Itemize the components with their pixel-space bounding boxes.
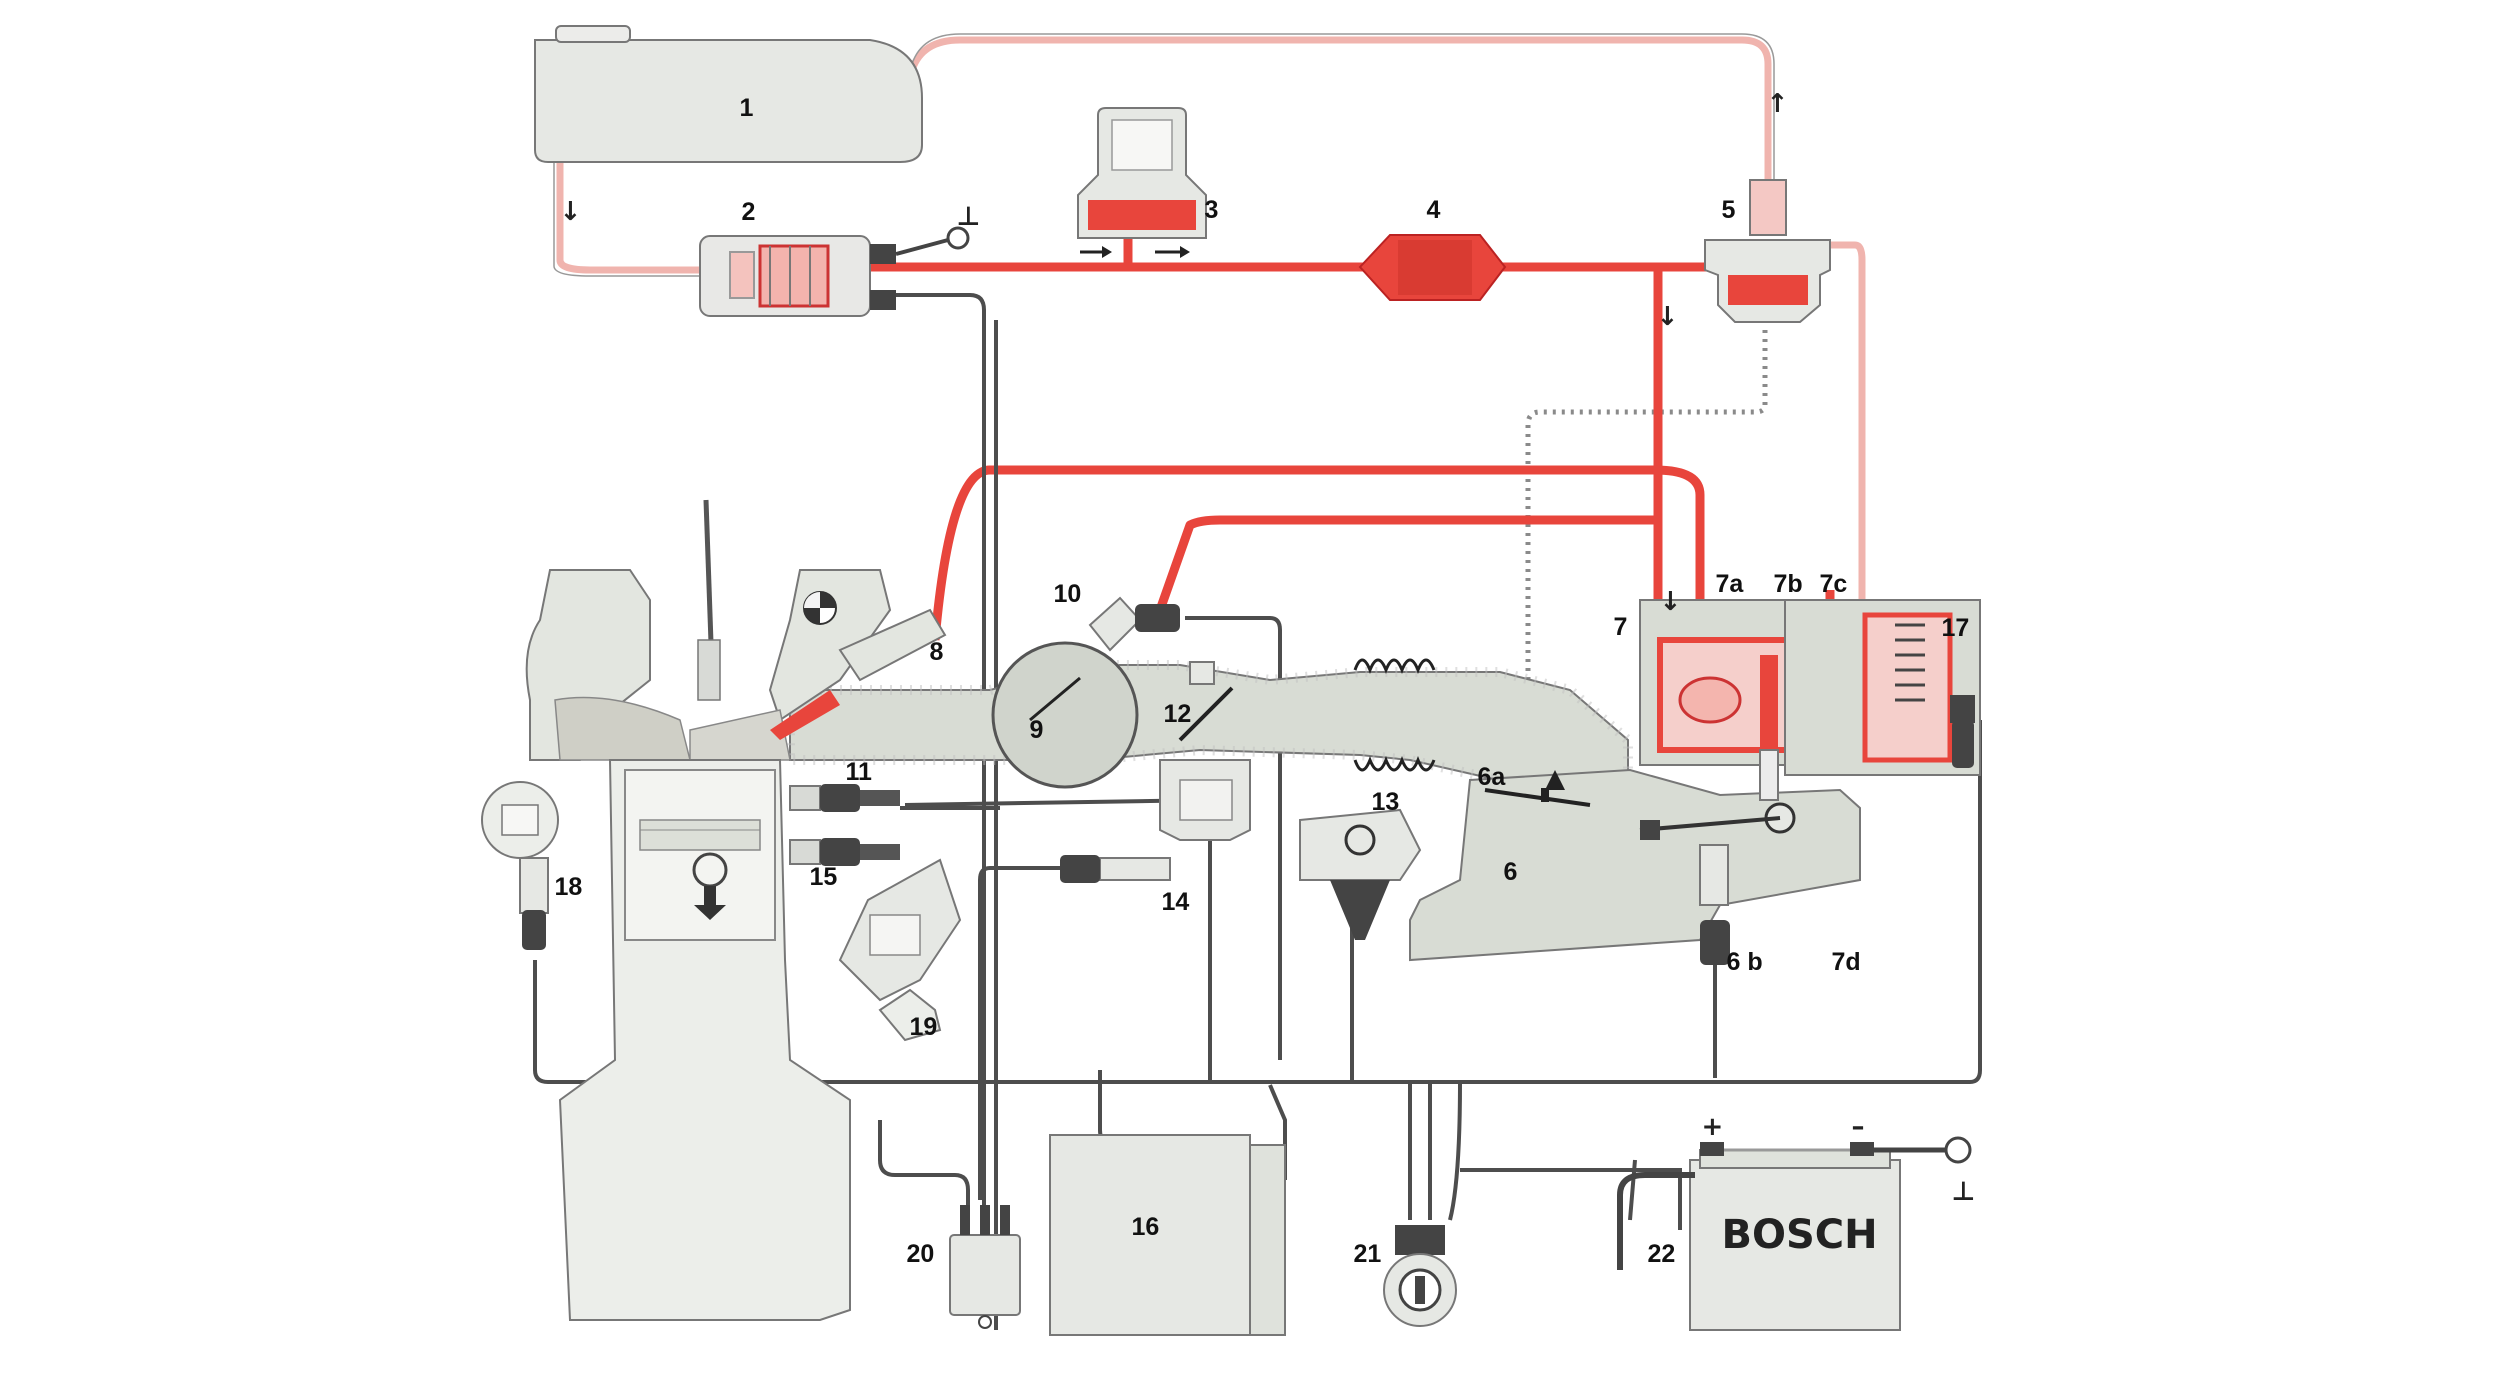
electric-fuel-pump: ⊥ <box>699 202 981 317</box>
label-6: 6 <box>1504 858 1518 886</box>
label-9: 9 <box>1030 716 1044 744</box>
battery-plus: + <box>1702 1112 1724 1142</box>
ignition-distributor <box>838 858 962 1042</box>
label-16: 16 <box>1132 1213 1160 1241</box>
label-20: 20 <box>907 1240 935 1268</box>
down-arrow: ↓ <box>1657 302 1679 332</box>
label-12: 12 <box>1164 700 1192 728</box>
warm-up-regulator: ↑ ↓ <box>1657 89 1831 332</box>
battery: BOSCH + – ⊥ <box>1617 1112 1976 1331</box>
engine <box>525 499 947 1321</box>
thermo-time-switch <box>789 838 900 866</box>
label-7b: 7b <box>1774 570 1803 598</box>
label-5: 5 <box>1722 196 1736 224</box>
label-21: 21 <box>1354 1240 1382 1268</box>
battery-brand: BOSCH <box>1722 1212 1878 1258</box>
fuel-accumulator <box>1077 107 1207 258</box>
label-17: 17 <box>1942 614 1970 642</box>
injection-valve <box>838 608 947 682</box>
sensor-plate <box>1484 788 1591 807</box>
label-7a: 7a <box>1716 570 1745 598</box>
flow-arrow: ↓ <box>560 197 582 227</box>
label-2: 2 <box>742 198 756 226</box>
label-7: 7 <box>1614 613 1628 641</box>
label-11: 11 <box>846 758 873 786</box>
label-13: 13 <box>1372 788 1400 816</box>
throttle-position-switch <box>1299 808 1422 940</box>
fuel-filter <box>1358 234 1507 301</box>
fuel-tank: ↓ <box>534 25 923 227</box>
idle-speed-adjust <box>1178 661 1234 742</box>
label-1: 1 <box>740 94 754 122</box>
label-14: 14 <box>1162 888 1190 916</box>
bellows <box>1353 658 1436 772</box>
ground-symbol: ⊥ <box>1952 1177 1976 1207</box>
ignition-switch <box>1383 1225 1457 1327</box>
battery-minus: – <box>1852 1112 1865 1142</box>
ground-symbol: ⊥ <box>957 202 981 232</box>
cold-start-valve <box>1088 596 1180 652</box>
electronic-control-unit <box>1049 1134 1286 1336</box>
label-4: 4 <box>1427 196 1441 224</box>
label-19: 19 <box>910 1013 938 1041</box>
label-22: 22 <box>1648 1240 1676 1268</box>
label-3: 3 <box>1205 196 1219 224</box>
auxiliary-air-device <box>481 781 559 950</box>
throttle-valve-switch <box>1699 844 1730 965</box>
return-line-outline <box>553 33 1775 277</box>
label-18: 18 <box>555 873 583 901</box>
return-fuel-lines <box>556 36 1866 618</box>
temperature-sensor <box>789 784 900 812</box>
throttle-valve <box>991 641 1139 789</box>
up-arrow: ↑ <box>1767 89 1789 119</box>
label-8: 8 <box>930 638 944 666</box>
label-7c: 7c <box>1820 570 1848 598</box>
label-15: 15 <box>810 863 838 891</box>
label-6a: 6a <box>1478 763 1507 791</box>
label-10: 10 <box>1054 580 1082 608</box>
control-relay <box>949 1205 1021 1329</box>
distributor-arrow: ↓ <box>1660 587 1682 617</box>
auxiliary-air-valve <box>1060 759 1251 883</box>
label-6b: 6 b <box>1727 948 1763 976</box>
pressure-actuator <box>1784 599 1981 776</box>
label-7d: 7d <box>1832 948 1861 976</box>
component-labels: 1 2 3 4 5 6 6a 6 b 7 7a 7b 7c 7d 8 9 10 … <box>555 94 1970 1268</box>
air-flow-sensor <box>1409 768 1861 962</box>
